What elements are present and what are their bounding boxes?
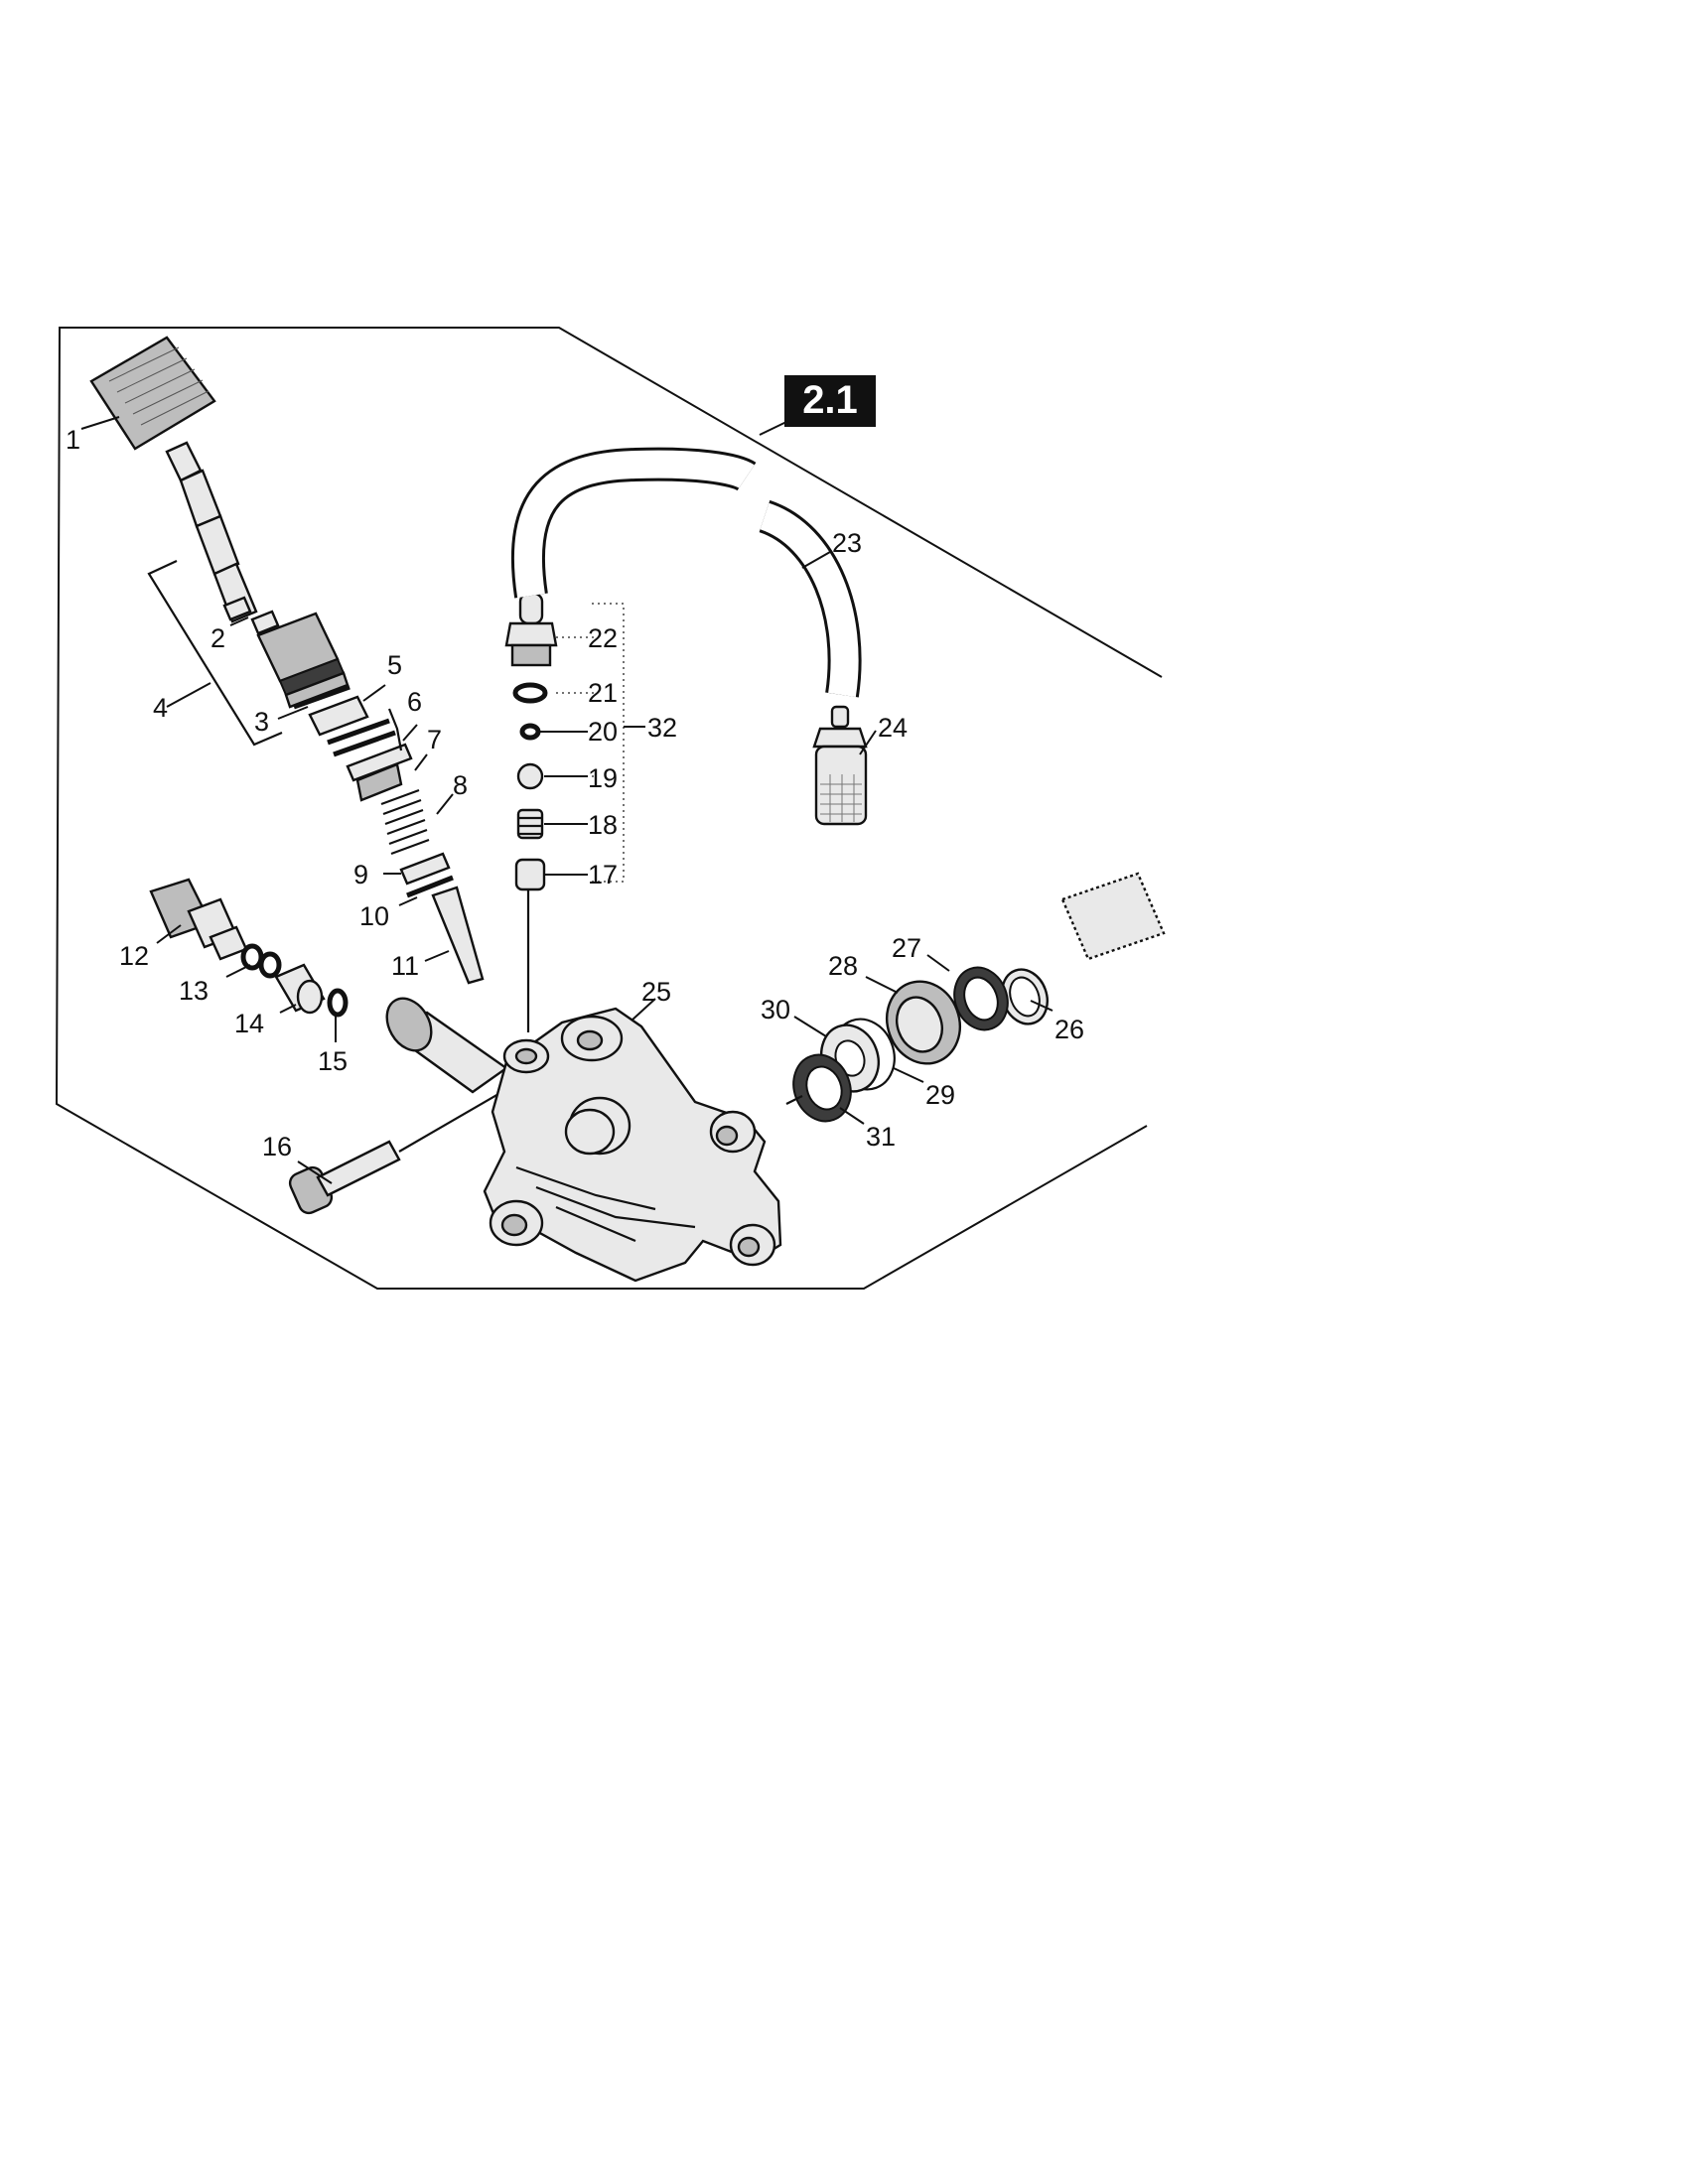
callout-20: 20 [588,717,618,747]
callout-13: 13 [179,976,209,1006]
callout-7: 7 [427,725,442,754]
callout-14: 14 [234,1009,264,1038]
diagram-frame [55,327,1163,1290]
callout-8: 8 [453,770,468,800]
section-tag: 2.1 [759,375,876,436]
part-7-piston [346,743,413,802]
part-14-nut [274,963,326,1015]
section-tag-label: 2.1 [802,378,858,422]
part-16-bolt [288,1140,401,1215]
callout-10: 10 [359,901,389,931]
part-21-oring [512,682,548,704]
part-2-pins [222,596,280,635]
callout-23: 23 [832,528,862,558]
callout-19: 19 [588,763,618,793]
part-8-spring [380,788,430,856]
part-15-ring [327,988,349,1018]
callout-27: 27 [892,933,921,963]
part-26-piston [1001,872,1166,1025]
callout-25: 25 [641,977,671,1007]
part-11-pin [431,886,485,985]
callout-22: 22 [588,623,618,653]
bracket-4 [147,560,283,747]
leader-lines [80,416,1053,1184]
callout-28: 28 [828,951,858,981]
callout-11: 11 [391,951,419,981]
callout-labels: 1 2 3 4 5 6 7 8 9 10 11 12 13 14 15 16 1… [66,425,1084,1161]
callout-30: 30 [761,995,790,1024]
callout-12: 12 [119,941,149,971]
part-22-nipple [504,592,558,667]
part-28-holder [886,980,961,1065]
callout-1: 1 [66,425,80,455]
callout-3: 3 [254,707,269,737]
callout-18: 18 [588,810,618,840]
part-5-sleeve [308,695,369,737]
part-23-hose [510,447,862,698]
callout-21: 21 [588,678,618,708]
callout-29: 29 [925,1080,955,1110]
callout-16: 16 [262,1132,292,1161]
callout-26: 26 [1054,1015,1084,1044]
callout-2: 2 [210,623,225,653]
callout-32: 32 [647,713,677,743]
seal-axis [785,1095,803,1105]
part-9-washer [399,852,451,886]
part-10-oring [406,875,454,898]
part-1-cap [89,336,216,451]
callout-4: 4 [153,693,168,723]
part-25-pump-head [385,997,782,1283]
part-24-filter [812,705,868,826]
callout-31: 31 [866,1122,896,1152]
callout-17: 17 [588,860,618,889]
part-31-seal [792,1053,852,1123]
part-4-body [256,612,350,709]
part-6-rings [327,718,396,757]
callout-15: 15 [318,1046,348,1076]
part-13-orings [240,943,282,979]
part-3-oring [293,684,351,710]
part-27-seal [953,966,1009,1031]
part-20-oring [519,723,541,741]
part-19-ball [516,762,544,790]
part-12-fitting [149,878,248,961]
callout-9: 9 [353,860,368,889]
part-17-cup [514,858,546,891]
callout-5: 5 [387,650,402,680]
bracket-6 [387,708,403,751]
callout-24: 24 [878,713,908,743]
part-valve-shaft [165,441,258,623]
callout-6: 6 [407,687,422,717]
part-18-spring [516,808,544,840]
